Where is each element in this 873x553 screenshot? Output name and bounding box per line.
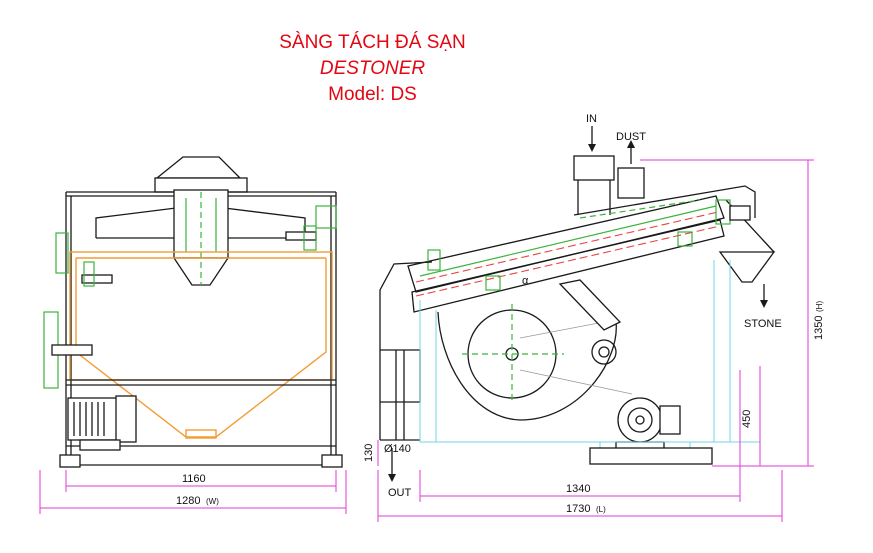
side-dust-outlet — [617, 167, 645, 199]
front-dust-hood — [155, 156, 242, 179]
dim-1160: 1160 — [182, 473, 206, 485]
title-model: Model: DS — [328, 84, 417, 105]
title-english: DESTONER — [319, 58, 426, 79]
dim-1280: 1280 — [176, 495, 200, 507]
label-stone: STONE — [744, 318, 782, 330]
dim-outlet-diameter: Ø140 — [384, 443, 411, 455]
front-motor — [67, 395, 137, 451]
dim-1280-suffix: (W) — [206, 497, 219, 506]
dim-130: 130 — [363, 444, 375, 462]
side-dimensions: 1340 1730 (L) 1350 (H) 450 130 Ø140 — [363, 159, 825, 522]
label-alpha: α — [522, 275, 529, 287]
front-view: 1160 1280 (W) — [39, 156, 347, 514]
front-dimensions: 1160 1280 (W) — [39, 470, 347, 514]
label-dust: DUST — [616, 131, 646, 143]
label-out: OUT — [388, 487, 412, 499]
side-pulley — [591, 339, 617, 365]
side-inlet — [573, 155, 615, 181]
title-block: SÀNG TÁCH ĐÁ SẠN DESTONER Model: DS — [250, 30, 495, 108]
dim-1350-suffix: (H) — [815, 301, 824, 312]
side-motor — [615, 397, 681, 453]
side-view: IN DUST STONE α OUT — [363, 113, 825, 522]
dim-1730: 1730 — [566, 503, 590, 515]
label-in: IN — [586, 113, 597, 125]
side-fan-housing — [437, 311, 617, 421]
dim-450: 450 — [741, 410, 753, 428]
title-vietnamese: SÀNG TÁCH ĐÁ SẠN — [279, 32, 466, 53]
dim-1730-suffix: (L) — [596, 505, 606, 514]
side-stone-chute — [718, 251, 776, 283]
dim-1340: 1340 — [566, 483, 590, 495]
dim-1350: 1350 — [813, 316, 825, 340]
side-sieve-deck — [407, 195, 725, 293]
